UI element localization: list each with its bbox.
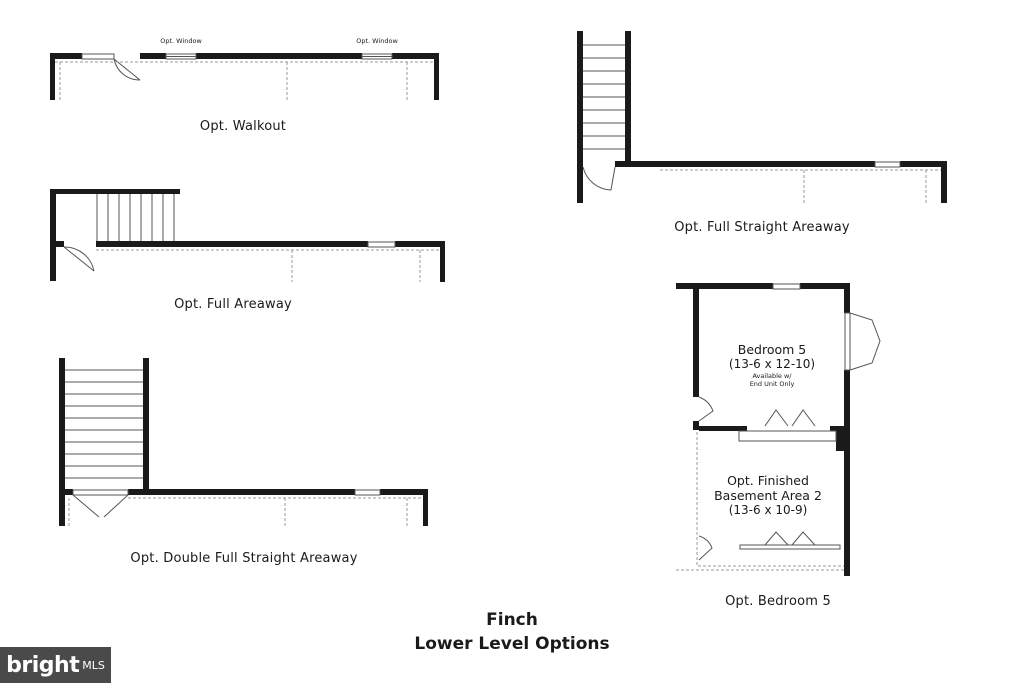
wall: [676, 283, 773, 289]
plan-title: Finch: [486, 610, 538, 630]
wall: [143, 358, 149, 493]
option-label-walkout: Opt. Walkout: [199, 119, 287, 134]
wall: [128, 489, 355, 495]
wall: [392, 53, 439, 59]
wall: [625, 31, 631, 167]
wall: [50, 189, 180, 194]
window-label: Opt. Window: [160, 37, 202, 45]
window: [772, 283, 801, 290]
window: [844, 312, 851, 371]
door-swing: [582, 166, 616, 191]
wall: [50, 53, 82, 59]
wall: [941, 161, 947, 203]
wall: [577, 31, 583, 203]
plan-subtitle: Lower Level Options: [414, 634, 610, 654]
wall: [50, 53, 55, 100]
wall: [56, 241, 64, 247]
wall: [844, 451, 850, 576]
option-label-full-areaway: Opt. Full Areaway: [174, 297, 292, 312]
room-note: Available w/: [752, 372, 792, 380]
room-label-basement: Opt. Finished Basement Area 2 (13-6 x 10…: [714, 473, 822, 518]
closet-doors: [764, 531, 816, 546]
wall: [615, 161, 875, 167]
wall: [440, 241, 445, 282]
wall: [65, 489, 73, 495]
door-swing: [698, 396, 714, 422]
room-label-bedroom5: Bedroom 5 (13-6 x 12-10) Available w/ En…: [729, 342, 815, 388]
window-label: Opt. Window: [356, 37, 398, 45]
wall: [900, 161, 947, 167]
window: [874, 161, 901, 168]
room-name: Basement Area 2: [714, 488, 822, 503]
wall: [693, 421, 699, 430]
option-label-double-full-straight: Opt. Double Full Straight Areaway: [130, 551, 358, 566]
room-note: End Unit Only: [749, 380, 795, 388]
door-swing: [63, 246, 95, 272]
wall: [59, 358, 65, 526]
window: [354, 489, 381, 496]
wall: [434, 53, 439, 100]
watermark-brand: bright: [6, 652, 80, 678]
room-name: Opt. Finished: [727, 473, 809, 488]
wall: [96, 241, 368, 247]
stairs: [65, 369, 143, 479]
wall: [423, 489, 428, 526]
door-swing: [698, 535, 713, 561]
bright-mls-watermark: bright MLS: [0, 647, 111, 683]
wall: [380, 489, 428, 495]
bay-window: [849, 312, 881, 371]
room-name: Bedroom 5: [737, 342, 807, 357]
wall: [395, 241, 445, 247]
closet-doors: [764, 409, 816, 427]
wall: [50, 189, 56, 281]
wall: [844, 370, 850, 426]
door-frame: [81, 53, 115, 60]
door-frame: [72, 489, 129, 496]
door-swing: [72, 494, 129, 518]
door-swing: [113, 58, 141, 81]
stairs: [96, 194, 175, 241]
wall: [800, 283, 850, 289]
wall: [140, 53, 166, 59]
window: [367, 241, 396, 248]
option-label-full-straight: Opt. Full Straight Areaway: [674, 220, 850, 235]
wall: [196, 53, 362, 59]
option-label-bedroom5: Opt. Bedroom 5: [725, 594, 831, 609]
wall: [699, 426, 747, 431]
watermark-suffix: MLS: [82, 658, 105, 672]
stairs: [583, 44, 625, 150]
wall: [836, 426, 850, 451]
closet-shelf: [738, 430, 837, 442]
room-dimensions: (13-6 x 12-10): [728, 357, 816, 371]
wall: [844, 283, 850, 313]
closet-shelf: [739, 544, 841, 550]
wall: [693, 283, 699, 397]
room-dimensions: (13-6 x 10-9): [728, 503, 808, 517]
